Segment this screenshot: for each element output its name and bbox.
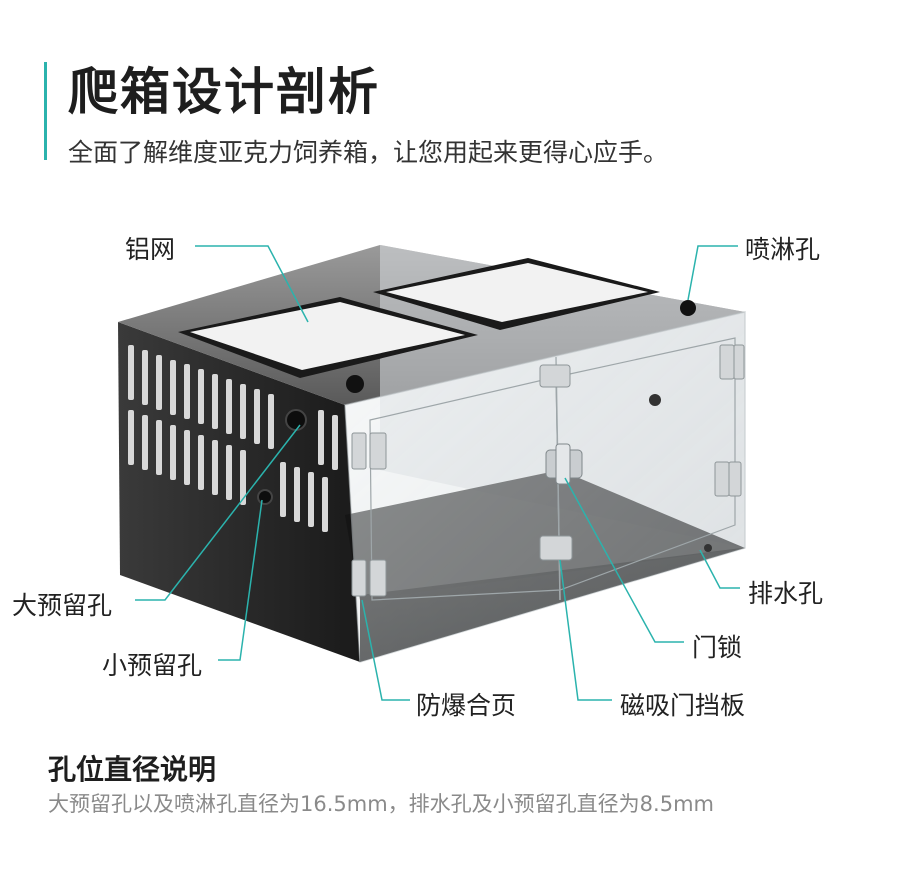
mesh-panel-left (178, 297, 478, 378)
door-lock-hardware (545, 443, 583, 485)
drain-hole-marker (704, 544, 712, 552)
hole-info-description: 大预留孔以及喷淋孔直径为16.5mm，排水孔及小预留孔直径为8.5mm (48, 792, 714, 816)
title-accent-bar (44, 62, 47, 160)
hole-info-title: 孔位直径说明 (48, 753, 217, 786)
back-hole-marker (649, 394, 661, 406)
vent-slots-lower (128, 410, 328, 532)
callout-explosion-proof-hinge: 防爆合页 (416, 691, 517, 720)
left-side-panel (118, 322, 360, 662)
callout-large-reserved-hole: 大预留孔 (12, 591, 113, 620)
vent-slots-upper (128, 345, 338, 470)
large-reserved-hole-marker (285, 409, 307, 431)
leader-lines (135, 245, 740, 701)
callout-aluminum-mesh: 铝网 (125, 235, 176, 264)
page-subtitle: 全面了解维度亚克力饲养箱，让您用起来更得心应手。 (68, 138, 669, 167)
callout-door-lock: 门锁 (692, 633, 743, 662)
callout-drain-hole: 排水孔 (748, 579, 824, 608)
top-reserved-hole-marker (346, 375, 364, 393)
page-title: 爬箱设计剖析 (68, 63, 380, 121)
small-reserved-hole-marker (257, 489, 273, 505)
spray-hole-marker (680, 300, 696, 316)
callout-spray-hole: 喷淋孔 (745, 235, 821, 264)
hinges (351, 344, 745, 597)
right-door (555, 337, 736, 591)
callout-small-reserved-hole: 小预留孔 (102, 651, 203, 680)
callout-magnetic-door-stop: 磁吸门挡板 (620, 691, 746, 720)
mesh-panel-right (373, 258, 660, 330)
